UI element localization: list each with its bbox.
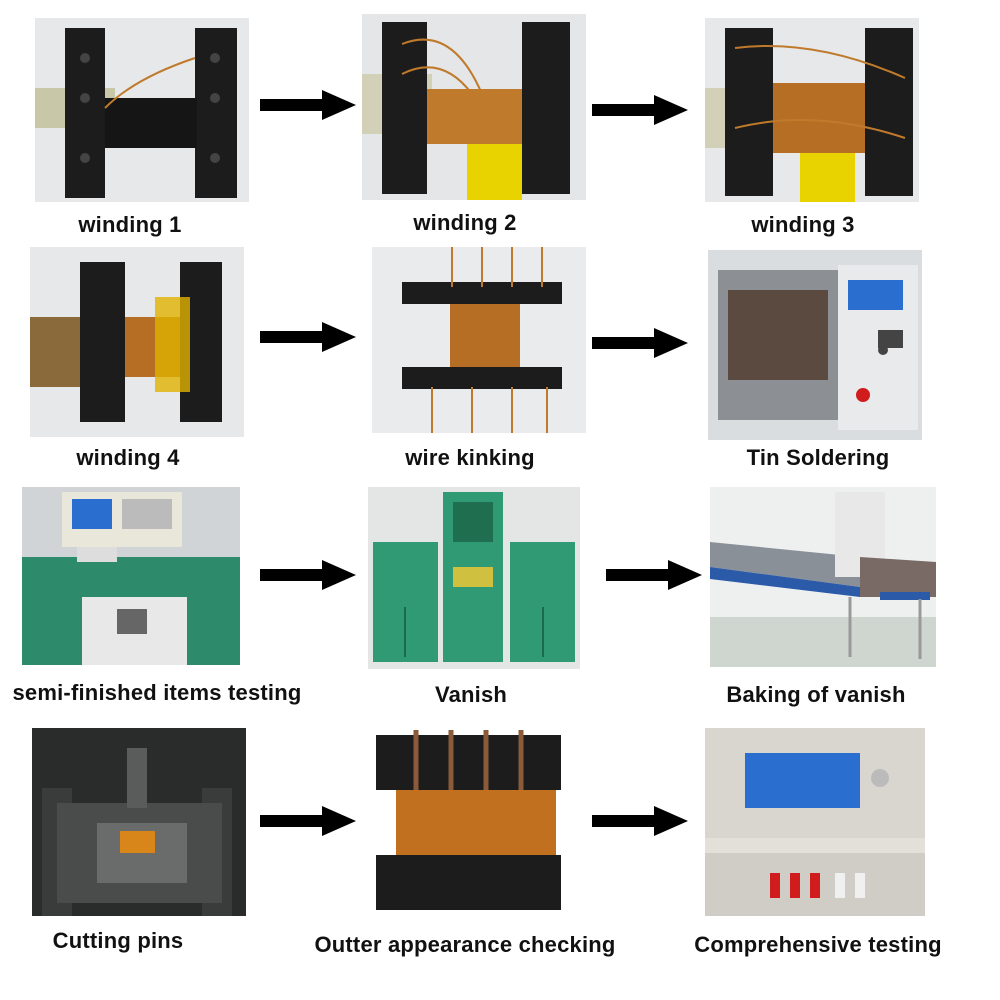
bobbin-image bbox=[35, 18, 249, 202]
varnish-tanks-image bbox=[368, 487, 580, 669]
step-label: wire kinking bbox=[405, 445, 535, 470]
photo-winding-2 bbox=[362, 14, 586, 200]
photo-semi-finished-testing bbox=[22, 487, 240, 665]
step-label: Outter appearance checking bbox=[314, 932, 616, 957]
right-arrow-icon bbox=[260, 322, 356, 352]
photo-vanish bbox=[368, 487, 580, 669]
transformer-image bbox=[372, 247, 586, 433]
press-image bbox=[32, 728, 246, 916]
bobbin-image bbox=[362, 14, 586, 200]
photo-baking-vanish bbox=[710, 487, 936, 667]
step-label: winding 4 bbox=[76, 445, 180, 470]
step-label: winding 3 bbox=[751, 212, 855, 237]
photo-winding-4 bbox=[30, 247, 244, 437]
right-arrow-icon bbox=[592, 95, 688, 125]
bobbin-image bbox=[705, 18, 919, 202]
photo-winding-3 bbox=[705, 18, 919, 202]
photo-winding-1 bbox=[35, 18, 249, 202]
photo-wire-kinking bbox=[372, 247, 586, 433]
right-arrow-icon bbox=[260, 806, 356, 836]
photo-appearance-checking bbox=[366, 730, 578, 916]
bobbin-image bbox=[30, 247, 244, 437]
photo-comprehensive-testing bbox=[705, 728, 925, 916]
right-arrow-icon bbox=[592, 328, 688, 358]
step-label: Tin Soldering bbox=[746, 445, 890, 470]
right-arrow-icon bbox=[260, 560, 356, 590]
right-arrow-icon bbox=[592, 806, 688, 836]
transformer-image bbox=[366, 730, 578, 916]
step-label: Baking of vanish bbox=[726, 682, 906, 707]
photo-tin-soldering bbox=[708, 250, 922, 440]
photo-cutting-pins bbox=[32, 728, 246, 916]
right-arrow-icon bbox=[260, 90, 356, 120]
test-station-image bbox=[22, 487, 240, 665]
step-label: Cutting pins bbox=[52, 928, 184, 953]
step-label: winding 2 bbox=[413, 210, 517, 235]
step-label: Comprehensive testing bbox=[694, 932, 942, 957]
step-label: Vanish bbox=[434, 682, 508, 707]
soldering-machine-image bbox=[708, 250, 922, 440]
right-arrow-icon bbox=[606, 560, 702, 590]
step-label: semi-finished items testing bbox=[12, 680, 302, 705]
oven-conveyor-image bbox=[710, 487, 936, 667]
tester-image bbox=[705, 728, 925, 916]
step-label: winding 1 bbox=[78, 212, 182, 237]
